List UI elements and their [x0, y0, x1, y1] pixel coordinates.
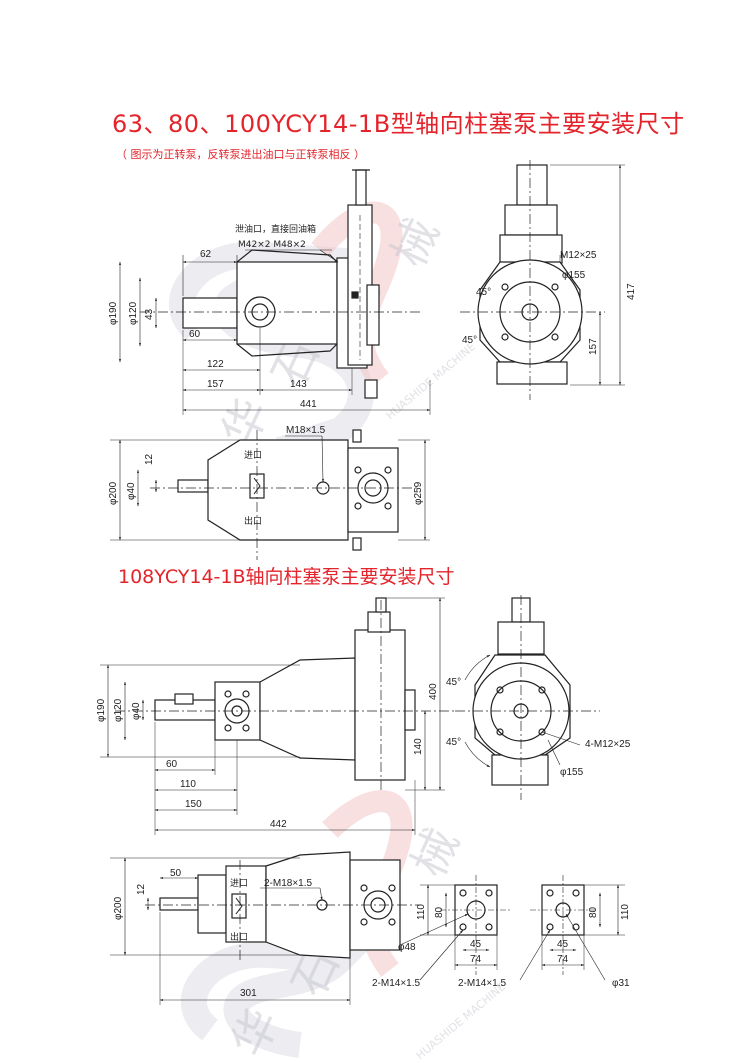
dim-phi48: φ48: [398, 942, 416, 953]
dim-110: 110: [416, 904, 427, 920]
dim-2-m14x1-5: 2-M14×1.5: [372, 978, 421, 989]
dim-74: 74: [557, 954, 569, 965]
view1-labels: 泄油口，直接回油箱 M42×2 M48×2 62 φ190 φ120 43 60…: [108, 223, 317, 410]
view5-labels: 45° 45° 4-M12×25 φ155: [446, 677, 631, 778]
dim-phi190: φ190: [108, 301, 119, 325]
dim-417: 417: [626, 283, 637, 300]
dim-143: 143: [290, 379, 307, 390]
pump-end-view-108: [455, 595, 600, 800]
flange1-labels: 110 80 φ48 45 74 2-M14×1.5: [372, 904, 482, 989]
thread-note: M42×2 M48×2: [238, 240, 306, 250]
view2-labels: M12×25 φ155 45° 45° 417 157: [462, 250, 637, 355]
dim-m18x1-5: M18×1.5: [286, 425, 326, 436]
view4-labels: φ190 φ120 φ40 60 110 150 442 400 140: [96, 683, 439, 830]
dim-400: 400: [428, 683, 439, 700]
view6-labels: φ200 12 50 2-M18×1.5 进口 出口 301: [113, 868, 313, 999]
page-title: 63、80、100YCY14-1B型轴向柱塞泵主要安装尺寸: [112, 110, 685, 138]
pump-side-view-108: [100, 597, 455, 835]
flange2-labels: 80 110 45 74 2-M14×1.5 φ31: [458, 904, 631, 989]
drain-note: 泄油口，直接回油箱: [235, 223, 316, 235]
outlet-label: 出口: [230, 931, 248, 943]
dim-60: 60: [166, 759, 178, 770]
dim-441: 441: [300, 399, 317, 410]
dim-301: 301: [240, 988, 257, 999]
dim-157: 157: [207, 379, 224, 390]
dim-phi31: φ31: [612, 978, 630, 989]
dim-442: 442: [270, 819, 287, 830]
dim-phi190: φ190: [96, 698, 107, 722]
dim-2-m14x1-5: 2-M14×1.5: [458, 978, 507, 989]
outlet-label: 出口: [244, 515, 262, 527]
pump-side-view-1: [118, 169, 431, 415]
dim-2-m18x1-5: 2-M18×1.5: [264, 878, 313, 889]
dim-140: 140: [413, 738, 424, 755]
dim-45: 45: [470, 939, 482, 950]
dim-phi200: φ200: [108, 481, 119, 505]
angle-45b: 45°: [446, 737, 461, 748]
section-title-108: 108YCY14-1B轴向柱塞泵主要安装尺寸: [118, 566, 455, 588]
rotation-note: （ 图示为正转泵，反转泵进出油口与正转泵相反 ）: [116, 148, 365, 161]
dim-157b: 157: [588, 338, 599, 355]
dim-43: 43: [144, 308, 155, 320]
angle-45a: 45°: [446, 677, 461, 688]
dim-phi155: φ155: [560, 767, 584, 778]
dim-12: 12: [136, 883, 147, 895]
inlet-label: 进口: [230, 878, 248, 889]
dim-74: 74: [470, 954, 482, 965]
inlet-label: 进口: [244, 450, 262, 461]
dim-60: 60: [189, 329, 201, 340]
dim-phi40: φ40: [126, 482, 137, 500]
flange-detail-1: [399, 875, 510, 981]
dim-80: 80: [434, 906, 445, 918]
angle-45b: 45°: [462, 335, 477, 346]
dim-150: 150: [185, 799, 202, 810]
dim-phi40: φ40: [131, 702, 142, 720]
dim-m12x25: M12×25: [560, 250, 597, 261]
dim-110: 110: [620, 904, 631, 920]
watermark-latin: HUASHIDE MACHINE: [414, 980, 509, 1062]
pump-plan-view-1: [110, 429, 430, 560]
flange-detail-2: [519, 875, 625, 981]
pump-plan-view-108: [110, 851, 420, 1005]
dim-80: 80: [588, 906, 599, 918]
dim-4-m12x25: 4-M12×25: [585, 739, 631, 750]
dim-50: 50: [170, 868, 182, 879]
dim-phi259: φ259: [413, 481, 424, 505]
dim-phi155: φ155: [562, 270, 586, 281]
dim-122: 122: [207, 359, 224, 370]
dim-phi120: φ120: [128, 301, 139, 325]
dim-45: 45: [557, 939, 569, 950]
dim-62: 62: [200, 249, 212, 260]
dim-110: 110: [180, 779, 196, 790]
angle-45a: 45°: [476, 287, 491, 298]
dim-phi200: φ200: [113, 896, 124, 920]
dim-phi120: φ120: [113, 698, 124, 722]
dim-12: 12: [144, 453, 155, 465]
pump-end-view-1: [460, 160, 625, 400]
view3-labels: M18×1.5 进口 出口 φ200 φ40 12 φ259: [108, 425, 424, 527]
